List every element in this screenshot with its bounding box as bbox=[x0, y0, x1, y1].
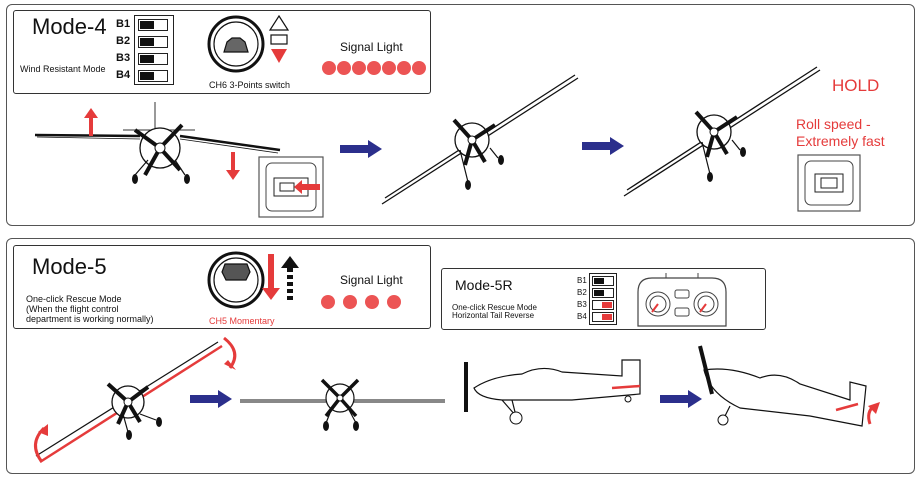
switch-position-indicator-icon bbox=[268, 14, 290, 63]
mode4-stick-right-icon bbox=[258, 156, 324, 218]
mode4-plane-roll-2 bbox=[623, 66, 821, 197]
blue-arrow-icon bbox=[582, 137, 624, 155]
mode5r-switch-label-b3: B3 bbox=[577, 300, 587, 309]
mode5-desc-line2: (When the flight control bbox=[26, 304, 119, 314]
mode4-dip-group bbox=[134, 15, 174, 85]
mode5r-dip-b3 bbox=[592, 300, 614, 310]
mode4-switch-label-b4: B4 bbox=[116, 69, 131, 81]
mode4-roll-speed-label: Roll speed - bbox=[796, 116, 871, 132]
mode4-signal-light bbox=[412, 61, 426, 75]
mode5-title: Mode-5 bbox=[32, 254, 107, 279]
mode4-dip-b1 bbox=[138, 19, 168, 31]
mode4-dip-b4 bbox=[138, 70, 168, 82]
mode4-signal-light bbox=[352, 61, 366, 75]
mode4-signal-label: Signal Light bbox=[340, 40, 403, 54]
aileron-down-arrow-icon bbox=[226, 152, 240, 180]
mode4-signal-light bbox=[367, 61, 381, 75]
mode4-subtitle: Wind Resistant Mode bbox=[20, 64, 106, 74]
blue-arrow-icon bbox=[660, 390, 702, 408]
mode5r-desc-line2: Horizontal Tail Reverse bbox=[452, 311, 535, 320]
mode5-signal-light bbox=[321, 295, 335, 309]
mode4-roll-speed-value: Extremely fast bbox=[796, 133, 885, 149]
mode5-plane-level bbox=[240, 378, 445, 431]
mode4-switch-label-b2: B2 bbox=[116, 35, 131, 47]
mode4-switch-label-b3: B3 bbox=[116, 52, 131, 64]
mode4-dip-b2 bbox=[138, 36, 168, 48]
mode5-signal-light bbox=[387, 295, 401, 309]
mode5-signal-light bbox=[343, 295, 357, 309]
mode5-signal-label: Signal Light bbox=[340, 273, 403, 287]
momentary-switch-icon bbox=[207, 251, 265, 309]
mode5r-plane-side-view bbox=[464, 359, 641, 425]
three-position-switch-icon bbox=[207, 15, 265, 73]
mode4-hold-label: HOLD bbox=[832, 76, 880, 95]
mode4-dip-b3 bbox=[138, 53, 168, 65]
mode4-title: Mode-4 bbox=[32, 14, 107, 39]
mode5r-dip-b2 bbox=[592, 288, 614, 298]
mode4-signal-light bbox=[322, 61, 336, 75]
mode4-plane-front-view bbox=[34, 102, 281, 184]
mode5r-title: Mode-5R bbox=[455, 277, 513, 293]
mode5-desc-line1: One-click Rescue Mode bbox=[26, 294, 122, 304]
mode5r-dip-group bbox=[589, 273, 617, 325]
mode5r-desc-line1: One-click Rescue Mode bbox=[452, 303, 537, 312]
blue-arrow-icon bbox=[190, 390, 232, 408]
mode5-switch-caption: CH5 Momentary bbox=[209, 316, 275, 326]
transmitter-icon bbox=[637, 273, 727, 327]
mode4-signal-light bbox=[337, 61, 351, 75]
mode4-signal-light bbox=[382, 61, 396, 75]
mode5-plane-inverted-roll bbox=[34, 336, 237, 464]
mode4-stick-center-icon bbox=[797, 154, 861, 212]
mode5r-dip-b1 bbox=[592, 276, 614, 286]
mode4-switch-caption: CH6 3-Points switch bbox=[209, 80, 291, 90]
mode5r-dip-b4 bbox=[592, 312, 614, 322]
mode4-switch-label-b1: B1 bbox=[116, 18, 131, 30]
aileron-up-arrow-icon bbox=[84, 108, 98, 136]
momentary-direction-arrows-icon bbox=[262, 254, 299, 300]
mode5-desc-line3: department is working normally) bbox=[26, 314, 154, 324]
mode5-signal-light bbox=[365, 295, 379, 309]
mode5r-plane-nose-up bbox=[698, 345, 880, 427]
mode5r-switch-label-b1: B1 bbox=[577, 276, 587, 285]
mode4-plane-roll-1 bbox=[381, 74, 579, 205]
mode4-signal-light bbox=[397, 61, 411, 75]
mode5r-switch-label-b2: B2 bbox=[577, 288, 587, 297]
blue-arrow-icon bbox=[340, 140, 382, 158]
mode5r-switch-label-b4: B4 bbox=[577, 312, 587, 321]
